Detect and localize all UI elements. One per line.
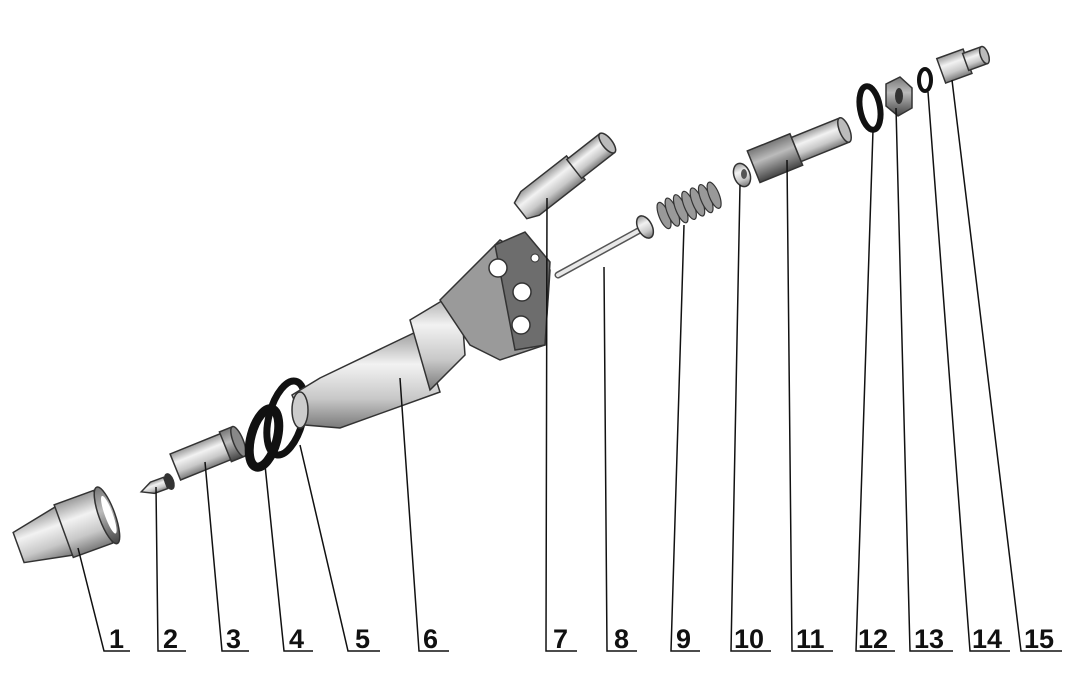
label-1: 1	[109, 624, 125, 654]
leader-10	[730, 184, 771, 652]
label-15: 15	[1024, 624, 1055, 654]
part-2-needle	[139, 473, 175, 495]
part-14-ring	[917, 67, 933, 93]
label-10: 10	[734, 624, 765, 654]
part-9-spring	[656, 181, 722, 230]
part-8-push-rod	[554, 215, 655, 279]
label-13: 13	[914, 624, 945, 654]
part-13-adjuster-nut	[885, 76, 913, 117]
part-3-nozzle-body	[169, 425, 247, 481]
leader-6	[399, 377, 449, 652]
leader-12	[855, 129, 895, 652]
leader-3	[204, 461, 249, 652]
leader-9	[670, 224, 700, 652]
leader-14	[927, 91, 1010, 652]
leader-8	[603, 266, 637, 652]
leader-13	[895, 107, 953, 652]
label-7: 7	[553, 624, 569, 654]
part-12-o-ring	[856, 83, 884, 133]
leader-2	[155, 486, 186, 652]
part-6-injector-body	[291, 231, 551, 429]
label-3: 3	[226, 624, 242, 654]
leader-1	[77, 547, 130, 652]
label-5: 5	[355, 624, 371, 654]
leader-11	[786, 159, 833, 652]
label-8: 8	[614, 624, 630, 654]
part-15-cap-fitting	[935, 45, 991, 85]
leader-lines	[77, 79, 1062, 652]
label-6: 6	[423, 624, 439, 654]
leader-5	[299, 444, 380, 652]
part-10-washer	[732, 162, 752, 188]
leader-7	[545, 197, 577, 652]
part-7-inlet-connector	[513, 132, 617, 220]
part-1-nozzle-nut	[12, 486, 121, 564]
part-11-valve-sleeve	[746, 116, 852, 184]
leader-4	[264, 464, 313, 652]
label-14: 14	[972, 624, 1003, 654]
label-11: 11	[796, 624, 825, 654]
label-9: 9	[676, 624, 692, 654]
leader-15	[951, 79, 1062, 652]
label-2: 2	[163, 624, 179, 654]
label-12: 12	[858, 624, 889, 654]
label-4: 4	[289, 624, 305, 654]
